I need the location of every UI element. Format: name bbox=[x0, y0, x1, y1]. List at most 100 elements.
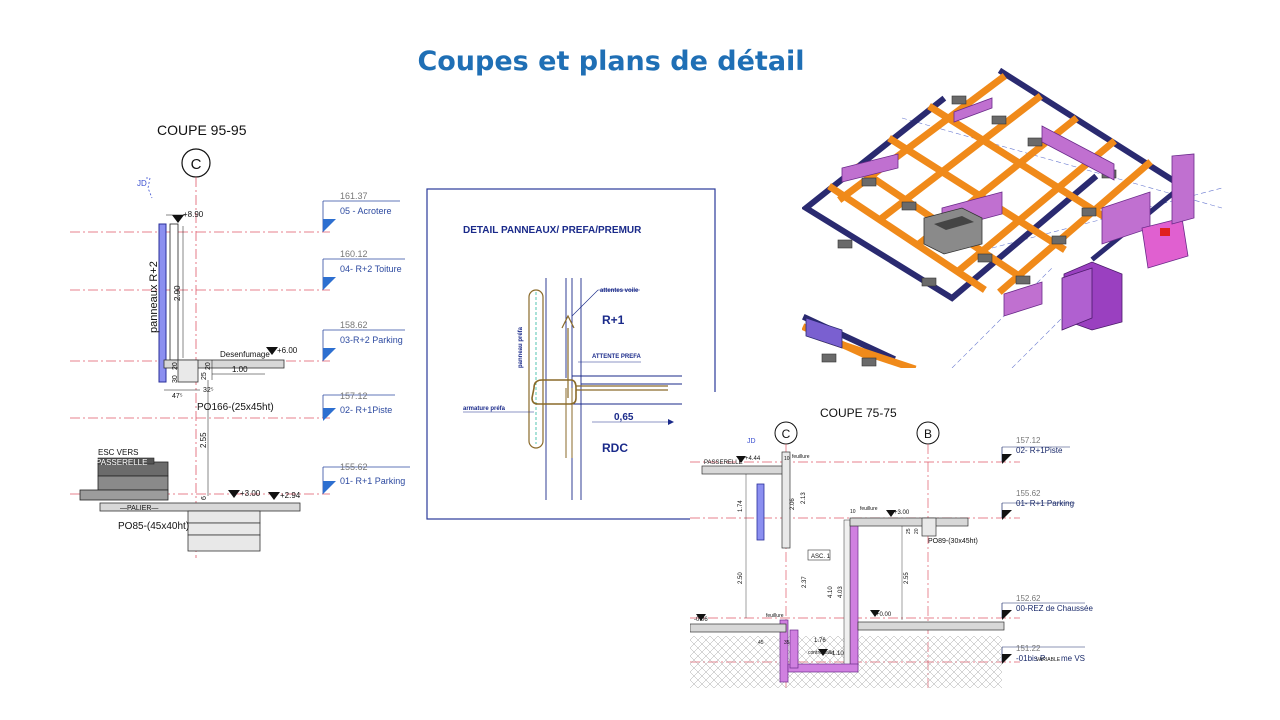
svg-text:02- R+1Piste: 02- R+1Piste bbox=[340, 405, 392, 415]
dim-20-br: 20 bbox=[914, 528, 920, 534]
dim-206: 2.06 bbox=[790, 498, 796, 510]
rebar-attente bbox=[561, 314, 668, 398]
beam-po85: PO85-(45x40ht) bbox=[118, 521, 189, 532]
precast-panel-r2 bbox=[158, 223, 167, 383]
r1-slab bbox=[849, 517, 969, 527]
asc-tag bbox=[807, 549, 831, 561]
label-panneau-prefa: panneau préfa bbox=[518, 326, 524, 368]
elev-294: +2.94 bbox=[280, 491, 301, 500]
dim-410: 4.10 bbox=[828, 586, 834, 598]
r1-beam bbox=[921, 517, 937, 537]
purple-walls bbox=[805, 97, 1195, 349]
elev-444: +4.44 bbox=[745, 456, 761, 462]
dim-32: 32⁵ bbox=[203, 387, 214, 394]
label-dim-065: 0,65 bbox=[614, 412, 634, 423]
dim-176: 1.76 bbox=[814, 638, 826, 644]
level-tag-5: 155.62 01- R+1 Parking bbox=[322, 462, 410, 494]
svg-text:01- R+1 Parking: 01- R+1 Parking bbox=[340, 476, 405, 486]
rebar-armature bbox=[531, 379, 577, 405]
svg-text:157.12: 157.12 bbox=[340, 391, 368, 401]
elev-m006: -0.06 bbox=[694, 617, 708, 623]
svg-text:me VS: me VS bbox=[1061, 654, 1085, 663]
jd-marker bbox=[146, 177, 153, 199]
label-armature-prefa: armature préfa bbox=[463, 406, 506, 412]
detail-panneaux-drawing: DETAIL PANNEAUX/ PREFA/PREMUR attentes v… bbox=[426, 188, 716, 520]
section-75-75-drawing: COUPE 75-75 C B JD 157.12 02- R+1Piste 1… bbox=[690, 392, 1230, 688]
level-tag-br-4: 151.22 -01bis P VARIABLE me VS bbox=[1001, 644, 1085, 664]
dim-20: 20 bbox=[172, 362, 179, 370]
slide-title: Coupes et plans de détail bbox=[417, 46, 805, 77]
label-rdc: RDC bbox=[602, 441, 628, 455]
palier-label: —PALIER— bbox=[120, 505, 158, 512]
dim-10b: 10 bbox=[850, 509, 856, 515]
slab-r2 bbox=[163, 359, 285, 369]
elev-marker-600 bbox=[266, 347, 278, 355]
svg-text:feuillure: feuillure bbox=[792, 454, 810, 460]
shaft-wall-inner bbox=[843, 519, 851, 667]
elev-m110: -1.10 bbox=[830, 651, 844, 657]
axis-c-label: C bbox=[191, 156, 202, 173]
shaft-wall-right bbox=[849, 519, 859, 671]
stair-block bbox=[79, 457, 169, 501]
svg-text:05 - Acrotere: 05 - Acrotere bbox=[340, 206, 392, 216]
level-tag-4: 157.12 02- R+1Piste bbox=[322, 391, 395, 421]
detail-title: DETAIL PANNEAUX/ PREFA/PREMUR bbox=[463, 225, 642, 236]
svg-text:02- R+1Piste: 02- R+1Piste bbox=[1016, 446, 1063, 455]
svg-text:-01bis P: -01bis P bbox=[1016, 654, 1045, 663]
3d-structure-model bbox=[802, 68, 1222, 368]
passerelle-label: PASSERELLE bbox=[96, 458, 147, 467]
detail-frame bbox=[426, 188, 716, 520]
elev-300-br: +3.00 bbox=[894, 510, 910, 516]
elev-marker-300 bbox=[228, 490, 240, 498]
beam-po89: PO89-(30x45ht) bbox=[928, 538, 978, 545]
feuillure-c: feuillure bbox=[860, 506, 878, 512]
svg-text:03-R+2 Parking: 03-R+2 Parking bbox=[340, 335, 403, 345]
label-attente-prefa: ATTENTE PREFA bbox=[592, 354, 642, 360]
rez-slab-right bbox=[857, 621, 1005, 631]
dim-6: 6 bbox=[201, 496, 208, 500]
dim-250: 2.50 bbox=[738, 572, 744, 584]
svg-text:151.22: 151.22 bbox=[1016, 644, 1041, 653]
elev-000: +0.00 bbox=[876, 612, 892, 618]
label-attentes-voile: attentes voile bbox=[600, 288, 639, 294]
red-element bbox=[1160, 228, 1170, 236]
dim-255-br: 2.55 bbox=[904, 572, 910, 584]
svg-text:161.37: 161.37 bbox=[340, 191, 368, 201]
wall-c bbox=[781, 451, 791, 549]
elev-300: +3.00 bbox=[240, 489, 261, 498]
level-tag-2: 160.12 04- R+2 Toiture bbox=[322, 249, 405, 290]
axis-b-label-br: B bbox=[924, 427, 932, 441]
dim-25: 25 bbox=[201, 372, 208, 380]
dim-255: 2.55 bbox=[199, 432, 208, 448]
dim-20b: 20 bbox=[205, 362, 212, 370]
level-tag-br-3: 152.62 00-REZ de Chaussée bbox=[1001, 594, 1093, 620]
blue-panel bbox=[756, 483, 765, 541]
section-title-95: COUPE 95-95 bbox=[157, 122, 247, 138]
level-tag-3: 158.62 03-R+2 Parking bbox=[322, 320, 405, 361]
svg-text:155.62: 155.62 bbox=[340, 462, 368, 472]
svg-text:155.62: 155.62 bbox=[1016, 489, 1041, 498]
jd-label: JD bbox=[137, 179, 147, 188]
dim-100: 1.00 bbox=[232, 365, 248, 374]
svg-text:160.12: 160.12 bbox=[340, 249, 368, 259]
dim-290: 2.90 bbox=[173, 285, 182, 301]
passerelle-slab bbox=[701, 465, 785, 475]
asc-label: ASC. 1 bbox=[811, 554, 831, 560]
shaft-wall-left bbox=[779, 619, 789, 683]
lower-stair bbox=[187, 510, 261, 552]
dim-213: 2.13 bbox=[801, 492, 807, 504]
svg-text:04- R+2 Toiture: 04- R+2 Toiture bbox=[340, 264, 402, 274]
dim-45: 45 bbox=[758, 640, 764, 646]
svg-text:00-REZ de Chaussée: 00-REZ de Chaussée bbox=[1016, 604, 1093, 613]
svg-text:157.12: 157.12 bbox=[1016, 436, 1041, 445]
dim-237: 2.37 bbox=[802, 576, 808, 588]
desenfumage-label: Desenfumage bbox=[220, 350, 270, 359]
dim-174: 1.74 bbox=[738, 500, 744, 512]
svg-text:152.62: 152.62 bbox=[1016, 594, 1041, 603]
elev-890: +8.90 bbox=[183, 210, 204, 219]
axis-c-label-br: C bbox=[782, 427, 791, 441]
section-95-95-drawing: COUPE 95-95 C JD 161.37 05 - Acrotere 16… bbox=[70, 122, 410, 558]
passerelle-label-br: PASSERELLE bbox=[704, 460, 743, 466]
label-r1: R+1 bbox=[602, 313, 625, 327]
beam-po166: PO166-(25x45ht) bbox=[197, 402, 274, 413]
